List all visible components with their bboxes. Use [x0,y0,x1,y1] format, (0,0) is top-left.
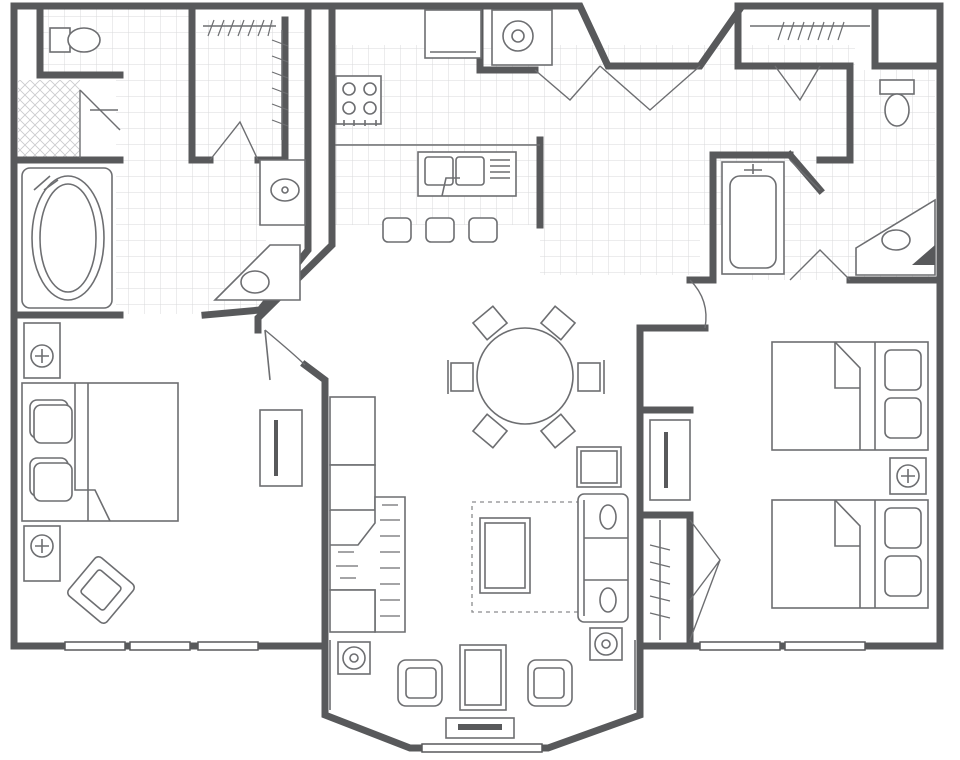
bedroom-door-arc [689,279,707,329]
living-room [329,396,629,661]
windows [64,641,866,753]
side-table-icon [576,446,622,488]
stove-icon [335,75,382,126]
master-bathroom [21,19,306,309]
dining-chair-icon [447,305,605,449]
pantry-door-icon [599,65,701,111]
master-bedroom [21,322,303,624]
second-bathroom [721,21,936,281]
water-heater-icon [491,9,553,66]
bathtub-icon [21,167,113,309]
dining-table-icon [476,327,574,425]
floor-lamp-icon [589,627,623,661]
bay-window-nook [329,640,636,739]
radiator-icon [445,717,515,739]
master-closet-icon [203,19,289,161]
window-master-2 [129,641,191,651]
master-bedroom-door-arc [264,329,306,366]
window-master-3 [197,641,259,651]
bathtub-icon [721,161,785,275]
coffee-table-icon [479,517,531,594]
window-second-2 [784,641,866,651]
laundry-door-icon [534,65,601,101]
vanity-sink-icon [855,198,936,276]
closet-icon [649,519,721,641]
dining-area [447,305,605,449]
bath-door-icon [789,159,851,281]
master-closet-floor-tile [196,20,306,160]
kitchen [335,9,701,243]
bar-stool-icon [382,217,498,243]
window-bay-front [421,743,543,753]
nightstand-icon [23,322,61,379]
nightstand-icon [23,525,61,582]
tv-dresser-icon [649,419,691,501]
toilet-icon [879,79,915,127]
armchair-icon [527,659,573,707]
tv-dresser-icon [259,409,303,487]
nightstand-icon [889,457,927,495]
master-door-leaf [264,329,271,381]
fireplace-icon [329,396,406,633]
shower-floor-tile [18,80,80,158]
window-second-1 [699,641,781,651]
hall-floor-tile [540,140,700,275]
second-closet-icon [750,21,870,102]
armchair-icon [397,659,443,707]
hallway [264,279,707,381]
vanity-sink-icon [213,159,306,301]
game-table-icon [459,644,507,711]
toilet-icon [49,27,101,53]
second-bedroom [649,341,929,641]
shower-icon [79,89,121,158]
sofa-icon [577,493,629,623]
floor-lamp-icon [337,641,371,675]
area-rug-icon [471,501,583,613]
bed-icon [771,499,929,609]
armchair-icon [67,556,135,624]
bed-icon [771,341,929,451]
bed-icon [21,382,179,522]
refrigerator-icon [424,9,482,59]
window-master-1 [64,641,126,651]
kitchen-counter-icon [335,144,540,197]
